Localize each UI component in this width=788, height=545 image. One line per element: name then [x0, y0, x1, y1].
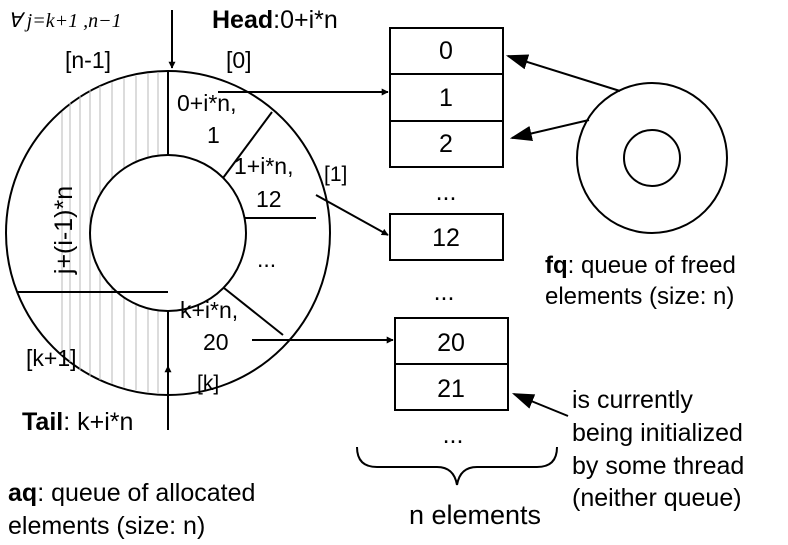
slot1-label-line2: 12 — [256, 186, 282, 212]
forall-expression: ∀ j=k+1 ,n−1 — [8, 10, 122, 32]
tail-label: Tail: k+i*n — [22, 408, 133, 436]
tail-label-bold: Tail — [22, 408, 63, 436]
element-0-value: 0 — [439, 37, 453, 65]
slot0-label-line1: 0+i*n, — [177, 90, 236, 116]
slot1-label-line1: 1+i*n, — [234, 153, 293, 179]
element-box-20 — [394, 317, 509, 365]
element-12-value: 12 — [432, 224, 460, 252]
init-note-line2: being initialized — [572, 419, 743, 447]
fq-label-bold: fq — [545, 252, 568, 279]
aq-label-line2: elements (size: n) — [8, 512, 205, 540]
element-2-value: 2 — [439, 130, 453, 158]
aq-label: aq: queue of allocated — [8, 479, 255, 507]
index-0: [0] — [226, 47, 252, 73]
element-dots-b: ... — [434, 278, 455, 306]
n-elements-brace — [356, 446, 558, 486]
head-label-bold: Head — [212, 6, 273, 34]
element-box-21 — [394, 363, 509, 411]
n-elements-label: n elements — [409, 500, 541, 530]
fq-ring — [576, 82, 728, 234]
init-note-line3: by some thread — [572, 452, 744, 480]
element-dots-c: ... — [443, 421, 464, 449]
aq-label-rest: : queue of allocated — [37, 479, 255, 507]
fq-ring-inner — [623, 129, 681, 187]
element-box-2 — [389, 120, 504, 168]
slot0-label-line2: 1 — [207, 122, 220, 148]
init-note-line4: (neither queue) — [572, 484, 742, 512]
slot-divider-3 — [223, 287, 284, 336]
element-21-value: 21 — [437, 375, 465, 403]
slot-divider-1 — [222, 111, 273, 179]
index-n-minus-1: [n-1] — [65, 47, 111, 73]
fq-label: fq: queue of freed — [545, 252, 736, 279]
element-box-1 — [389, 73, 504, 122]
aq-label-bold: aq — [8, 479, 37, 507]
slot-dots: ... — [257, 246, 276, 272]
fq-label-line2: elements (size: n) — [545, 283, 734, 310]
aq-ring — [5, 70, 331, 396]
element-1-value: 1 — [439, 84, 453, 112]
head-label: Head:0+i*n — [212, 6, 338, 34]
element-dots-a: ... — [436, 178, 457, 206]
init-note-line1: is currently — [572, 386, 693, 414]
pointer-fq-to-element2 — [509, 119, 590, 141]
slotk-label-line1: k+i*n, — [180, 297, 238, 323]
pointer-slot1-to-element12 — [315, 194, 389, 236]
tail-label-rest: : k+i*n — [63, 408, 133, 436]
element-stack-top — [389, 27, 504, 168]
aq-ring-inner — [89, 154, 247, 312]
index-k: [k] — [197, 372, 219, 395]
slotk-label-line2: 20 — [203, 329, 229, 355]
head-label-rest: :0+i*n — [273, 6, 338, 34]
pointer-note-to-element21 — [511, 393, 569, 417]
fq-label-rest: : queue of freed — [568, 252, 736, 279]
pointer-fq-to-element0 — [505, 54, 621, 92]
vertical-expression: j+(i-1)*n — [50, 186, 78, 275]
element-box-12 — [389, 213, 504, 261]
index-k-plus-1: [k+1] — [26, 345, 77, 371]
index-1: [1] — [324, 163, 347, 186]
element-20-value: 20 — [437, 329, 465, 357]
element-box-0 — [389, 27, 504, 75]
